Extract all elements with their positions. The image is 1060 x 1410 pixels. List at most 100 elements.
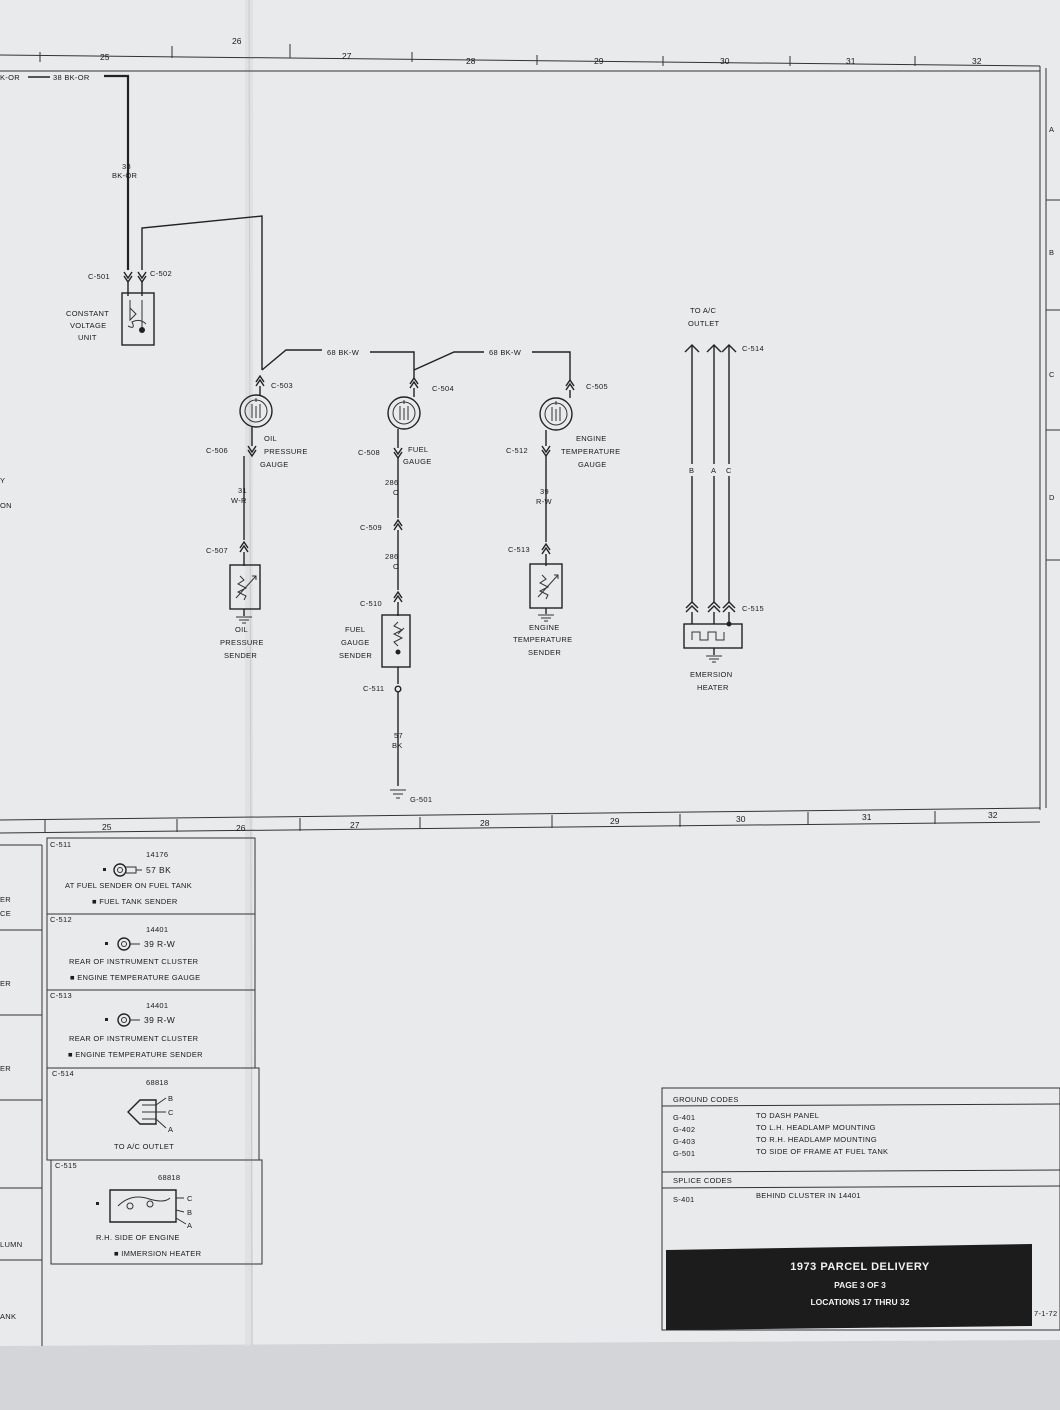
table-connector-id: C-515 (55, 1161, 77, 1170)
pin-label: A (187, 1221, 192, 1230)
connector-plug-icon (105, 1013, 140, 1027)
component-label: TO A/C (690, 306, 717, 315)
table-component: ■ ENGINE TEMPERATURE SENDER (68, 1050, 203, 1059)
component-label: GAUGE (341, 638, 370, 647)
grid-label-top: 27 (342, 51, 352, 61)
engine-temperature-gauge-icon (539, 397, 573, 431)
wire-label: 286 (385, 478, 398, 487)
pin-label: C (187, 1194, 193, 1203)
ground-g501-icon (390, 789, 406, 799)
table-part-number: 14401 (146, 1001, 168, 1010)
component-label: GAUGE (260, 460, 289, 469)
ground-code: G-403 (673, 1137, 695, 1146)
page-number: PAGE 3 OF 3 (834, 1280, 886, 1290)
pin-label: B (168, 1094, 173, 1103)
table-location: REAR OF INSTRUMENT CLUSTER (69, 957, 199, 966)
table-part-number: 68818 (146, 1078, 168, 1087)
wire-label: A (711, 466, 716, 475)
connector-label: C-503 (271, 381, 293, 390)
fragment-text: Y (0, 476, 5, 485)
component-label: OIL (264, 434, 277, 443)
wire-label: R-W (536, 497, 553, 506)
connector-label: C-507 (206, 546, 228, 555)
grid-label-bottom: 27 (350, 820, 360, 830)
wire-label: O (393, 488, 399, 497)
connector-label: C-515 (742, 604, 764, 613)
fuel-gauge-circuit: C-504 FUEL GAUGE C-508 286 O C-509 286 O… (339, 376, 454, 804)
component-label: OIL (235, 625, 248, 634)
ring-terminal-icon (103, 863, 142, 877)
constant-voltage-unit (121, 292, 155, 346)
ground-code-desc: TO L.H. HEADLAMP MOUNTING (756, 1123, 876, 1132)
fragment-text: ER (0, 895, 11, 904)
pin-label: A (168, 1125, 173, 1134)
table-location: R.H. SIDE OF ENGINE (96, 1233, 180, 1242)
connector-label: C-504 (432, 384, 454, 393)
component-label: VOLTAGE (70, 321, 106, 330)
power-feed-circuit: K-OR 38 BK-OR 38 BK-OR C-501 C-502 CONST… (0, 73, 263, 370)
row-letter: D (1049, 493, 1055, 502)
top-grid-ruler: 25 26 27 28 29 30 31 32 (0, 36, 1041, 810)
oil-pressure-gauge-icon (239, 394, 273, 428)
grid-label-bottom: 31 (862, 812, 872, 822)
table-component: ■ FUEL TANK SENDER (92, 897, 178, 906)
table-connector-id: C-511 (50, 840, 71, 849)
component-label: FUEL (408, 445, 428, 454)
component-label: ENGINE (576, 434, 607, 443)
table-wire: 57 BK (146, 865, 171, 875)
component-label: SENDER (224, 651, 257, 660)
component-label: UNIT (78, 333, 97, 342)
table-wire: 39 R-W (144, 1015, 175, 1025)
table-component: ■ IMMERSION HEATER (114, 1249, 202, 1258)
fragment-text: ANK (0, 1312, 16, 1321)
heater-connector-icon (96, 1189, 187, 1225)
ground-codes-title: GROUND CODES (673, 1095, 739, 1104)
table-wire: 39 R-W (144, 939, 175, 949)
row-letter: A (1049, 125, 1054, 134)
component-label: ENGINE (529, 623, 560, 632)
ground-code-desc: TO SIDE OF FRAME AT FUEL TANK (756, 1147, 888, 1156)
splice-code: S-401 (673, 1195, 695, 1204)
ground-code: G-402 (673, 1125, 695, 1134)
row-letter: B (1049, 248, 1054, 257)
splice-codes-title: SPLICE CODES (673, 1176, 732, 1185)
grid-label-top: 25 (100, 52, 110, 62)
connector-label: C-509 (360, 523, 382, 532)
three-pin-connector-icon (127, 1097, 167, 1129)
codes-title-block: GROUND CODES G-401 TO DASH PANEL G-402 T… (661, 1087, 1060, 1331)
title-text: 1973 PARCEL DELIVERY (790, 1261, 930, 1273)
wire-label: 286 (385, 552, 398, 561)
grid-label-bottom: 29 (610, 816, 620, 826)
fragment-text: ER (0, 979, 11, 988)
component-label: TEMPERATURE (513, 635, 572, 644)
grid-label-bottom: 26 (236, 823, 246, 833)
table-connector-id: C-512 (50, 915, 72, 924)
wire-label: B (689, 466, 694, 475)
fragment-text: LUMN (0, 1240, 22, 1249)
connector-label: C-511 (363, 684, 384, 693)
oil-pressure-circuit: C-503 OIL PRESSURE GAUGE C-506 31 W-R C-… (206, 374, 308, 660)
date-text: 7-1-72 (1034, 1309, 1057, 1318)
grid-label-top: 30 (720, 56, 730, 66)
engine-temperature-sender-icon (529, 563, 563, 622)
table-connector-id: C-513 (50, 991, 72, 1000)
fuel-gauge-icon (387, 396, 421, 430)
grid-label-top: 29 (594, 56, 604, 66)
wire-label: 39 (540, 487, 549, 496)
table-part-number: 14401 (146, 925, 168, 934)
component-label: TEMPERATURE (561, 447, 620, 456)
component-label: OUTLET (688, 319, 720, 328)
title-banner (666, 1244, 1032, 1330)
connector-label: C-514 (742, 344, 764, 353)
wire-label: 57 (394, 731, 403, 740)
connector-label: C-501 (88, 272, 110, 281)
grid-label-bottom: 25 (102, 822, 112, 832)
component-label: PRESSURE (264, 447, 308, 456)
grid-label-top: 28 (466, 56, 476, 66)
grid-label-bottom: 30 (736, 814, 746, 824)
splice-code-desc: BEHIND CLUSTER IN 14401 (756, 1191, 861, 1200)
wire-label: C (726, 466, 732, 475)
table-connector-id: C-514 (52, 1069, 74, 1078)
connector-plug-icon (105, 937, 140, 951)
ground-code-desc: TO R.H. HEADLAMP MOUNTING (756, 1135, 877, 1144)
